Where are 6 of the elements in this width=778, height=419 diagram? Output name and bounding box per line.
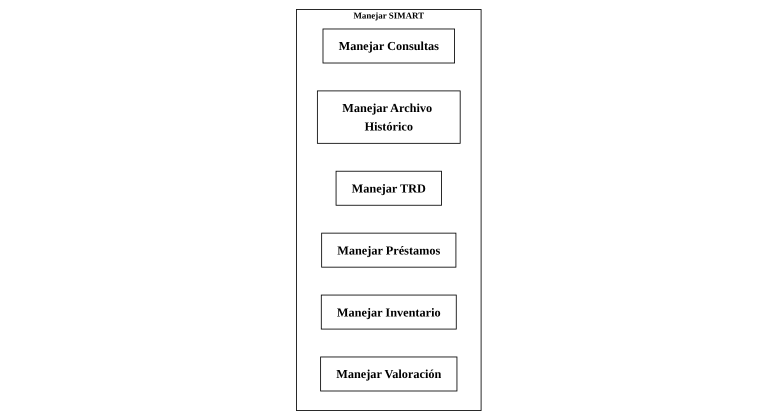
node-box: Manejar Consultas <box>322 28 456 63</box>
node-box: Manejar Archivo Histórico <box>317 90 461 144</box>
node-box: Manejar Valoración <box>320 356 458 391</box>
node-box: Manejar Inventario <box>321 294 457 329</box>
node-box: Manejar TRD <box>336 170 442 206</box>
node-box: Manejar Préstamos <box>321 232 457 268</box>
